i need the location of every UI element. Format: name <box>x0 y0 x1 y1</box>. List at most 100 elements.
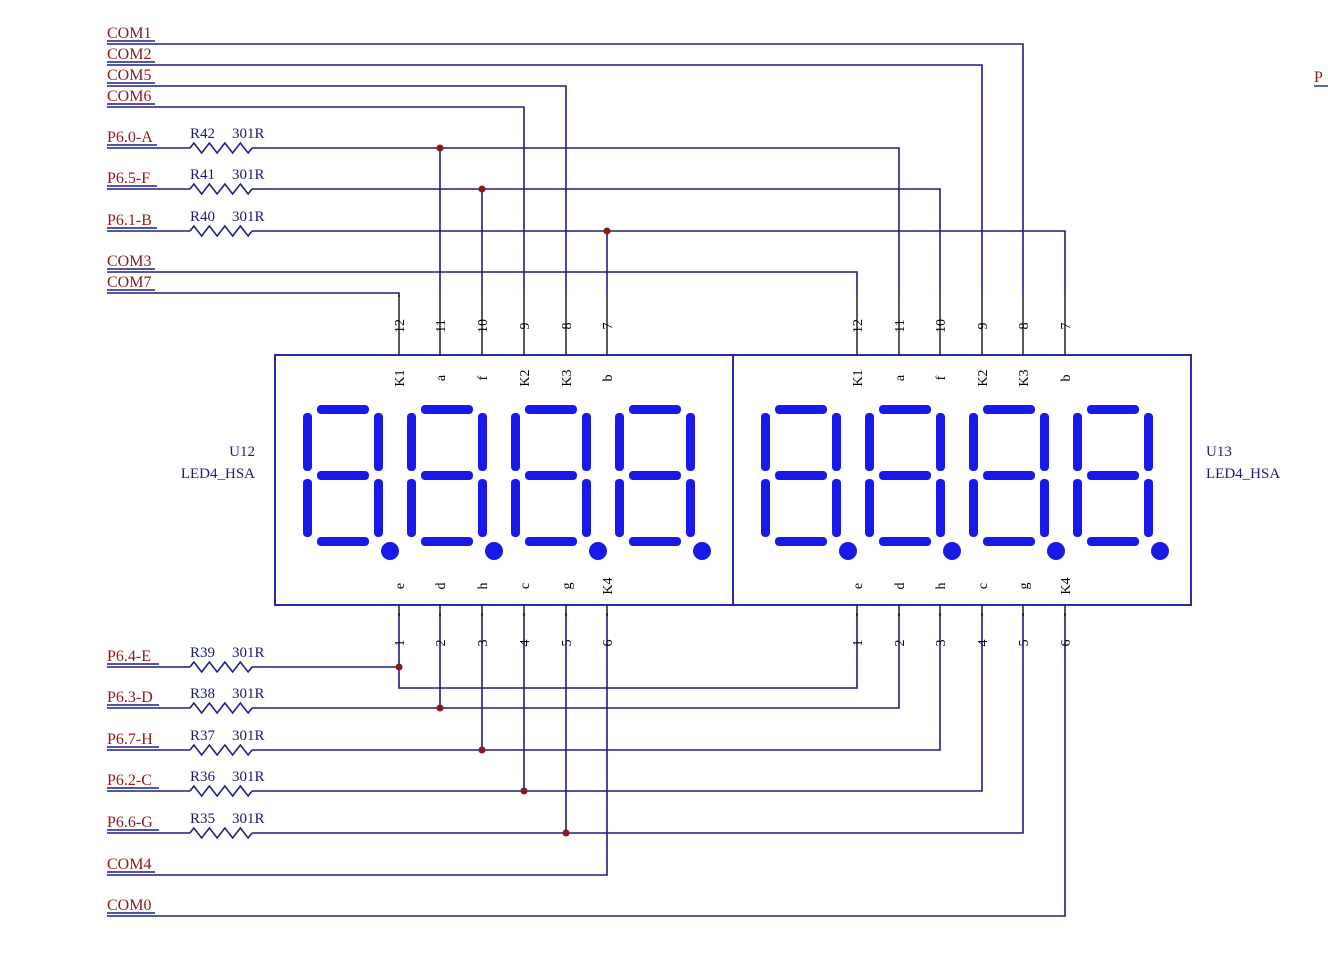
component-part: LED4_HSA <box>1206 466 1280 482</box>
resistor-value: 301R <box>232 645 265 661</box>
component-ref: U12 <box>229 444 255 460</box>
pin-name: g <box>560 583 575 590</box>
digit-segment <box>1087 471 1139 480</box>
net-label: COM6 <box>107 88 151 105</box>
decimal-point <box>1047 542 1065 560</box>
net-wire <box>523 613 983 792</box>
junction-dot <box>520 787 528 795</box>
resistor-value: 301R <box>232 126 265 142</box>
net-wire <box>107 613 1066 917</box>
component-bodies: 12K1e111ad210fh39K2c48K3g57bK4612K1e111a… <box>274 295 1192 647</box>
digit-segment <box>832 413 841 471</box>
junction-dot <box>395 663 403 671</box>
digit-segment <box>615 479 624 537</box>
pin-number: 8 <box>1017 323 1032 330</box>
junction-dot <box>478 746 486 754</box>
digit-segment <box>936 413 945 471</box>
pin-number: 12 <box>393 319 408 333</box>
resistor-ref: R38 <box>190 686 215 702</box>
pin-number: 1 <box>851 640 866 647</box>
net-label: COM2 <box>107 46 151 63</box>
digit-segment <box>865 413 874 471</box>
pin-number: 11 <box>434 319 449 332</box>
digit-segment <box>582 479 591 537</box>
digit-segment <box>832 479 841 537</box>
pin-number: 6 <box>601 640 616 647</box>
digit-segment <box>1087 537 1139 546</box>
digit-segment <box>421 471 473 480</box>
pin-name: d <box>434 583 449 590</box>
net-label: P6.4-E <box>107 648 151 665</box>
pin-name: a <box>893 374 908 381</box>
net-wire <box>107 64 983 295</box>
digit-segment <box>1144 413 1153 471</box>
resistor-ref: R40 <box>190 209 215 225</box>
digit-segment <box>478 479 487 537</box>
pin-number: 11 <box>893 319 908 332</box>
digit-segment <box>582 413 591 471</box>
pin-name: K4 <box>601 577 616 594</box>
component-part: LED4_HSA <box>181 466 255 482</box>
resistor-value: 301R <box>232 167 265 183</box>
net-label: COM1 <box>107 25 151 42</box>
digit-segment <box>478 413 487 471</box>
junction-dot <box>478 185 486 193</box>
decimal-point <box>839 542 857 560</box>
pin-name: f <box>476 375 491 380</box>
net-wire <box>107 292 400 297</box>
component-ref: U13 <box>1206 444 1232 460</box>
pin-number: 3 <box>476 640 491 647</box>
pin-name: d <box>893 583 908 590</box>
junction-dot <box>436 144 444 152</box>
resistor-symbol <box>189 784 253 798</box>
resistor-symbol <box>189 182 253 196</box>
pin-number: 7 <box>1059 323 1074 330</box>
net-label: COM0 <box>107 897 151 914</box>
pin-name: h <box>934 583 949 590</box>
pin-number: 7 <box>601 323 616 330</box>
net-label: P6.2-C <box>107 772 152 789</box>
digit-segment <box>374 479 383 537</box>
pin-number: 1 <box>393 640 408 647</box>
pin-number: 5 <box>1017 640 1032 647</box>
digit-segment <box>686 479 695 537</box>
net-label: P6.6-G <box>107 814 153 831</box>
junction-dot <box>562 829 570 837</box>
digit-segment <box>317 537 369 546</box>
digit-segment <box>1144 479 1153 537</box>
net-label: COM7 <box>107 274 151 291</box>
digit-segment <box>629 405 681 414</box>
decimal-point <box>485 542 503 560</box>
pin-name: e <box>851 583 866 589</box>
net-wire <box>439 613 900 709</box>
digit-segment <box>525 405 577 414</box>
pin-number: 8 <box>560 323 575 330</box>
net-wire <box>107 271 858 295</box>
net-label: COM5 <box>107 67 151 84</box>
digit-segment <box>761 479 770 537</box>
net-label: P6.0-A <box>107 129 153 146</box>
resistor-symbol <box>189 743 253 757</box>
digit-segment <box>317 471 369 480</box>
digit-segment <box>983 537 1035 546</box>
pin-number: 3 <box>934 640 949 647</box>
pin-number: 6 <box>1059 640 1074 647</box>
decimal-point <box>693 542 711 560</box>
net-wire <box>398 613 858 689</box>
net-label: P6.3-D <box>107 689 153 706</box>
pin-number: 9 <box>976 323 991 330</box>
pin-name: b <box>1059 375 1074 382</box>
net-wire <box>107 106 525 295</box>
digit-segment <box>775 471 827 480</box>
pin-number: 10 <box>934 319 949 333</box>
digit-segment <box>879 405 931 414</box>
digit-segment <box>1087 405 1139 414</box>
digit-segment <box>879 537 931 546</box>
pin-number: 2 <box>893 640 908 647</box>
digit-segment <box>1040 479 1049 537</box>
resistor-symbol <box>189 826 253 840</box>
pin-name: c <box>518 583 533 589</box>
pin-name: K4 <box>1059 577 1074 594</box>
pin-number: 4 <box>976 640 991 647</box>
